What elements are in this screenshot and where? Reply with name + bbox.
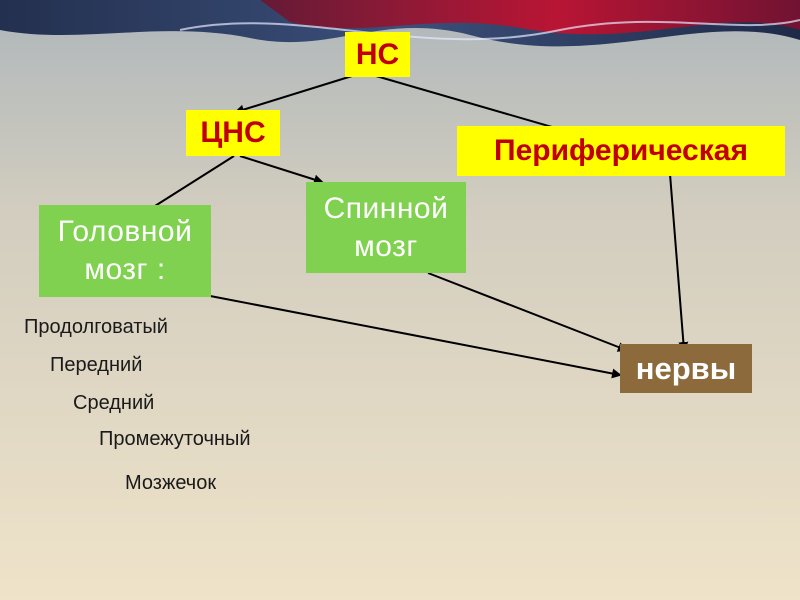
spinal-cord-box: Спинной мозг [306, 182, 466, 273]
brain-label: Головной мозг : [57, 215, 193, 286]
spinal-cord-label: Спинной мозг [323, 191, 449, 263]
arrow-spinal-to-nerves [427, 272, 628, 352]
arrow-cns-to-spinal [239, 155, 324, 185]
ns-box: НС [345, 32, 410, 77]
brain-part-forebrain: Передний [50, 354, 143, 376]
brain-part-medulla: Продолговатый [24, 316, 168, 338]
brain-part-diencephalon: Промежуточный [99, 428, 251, 450]
brain-box: Головной мозг : [39, 205, 211, 297]
arrow-brain-to-nerves [204, 294, 622, 379]
peripheral-label: Периферическая [494, 134, 748, 167]
peripheral-box: Периферическая [457, 126, 785, 176]
arrow-peripheral-to-nerves [669, 173, 689, 352]
arrow-ns-to-cns [234, 75, 353, 115]
brain-part-midbrain: Средний [73, 392, 155, 414]
nerves-box: нервы [620, 344, 752, 393]
ns-label: НС [355, 37, 400, 71]
nerves-label: нервы [635, 350, 737, 386]
brain-part-cerebellum: Мозжечок [125, 472, 217, 494]
cns-label: ЦНС [200, 116, 266, 149]
cns-box: ЦНС [186, 110, 280, 156]
